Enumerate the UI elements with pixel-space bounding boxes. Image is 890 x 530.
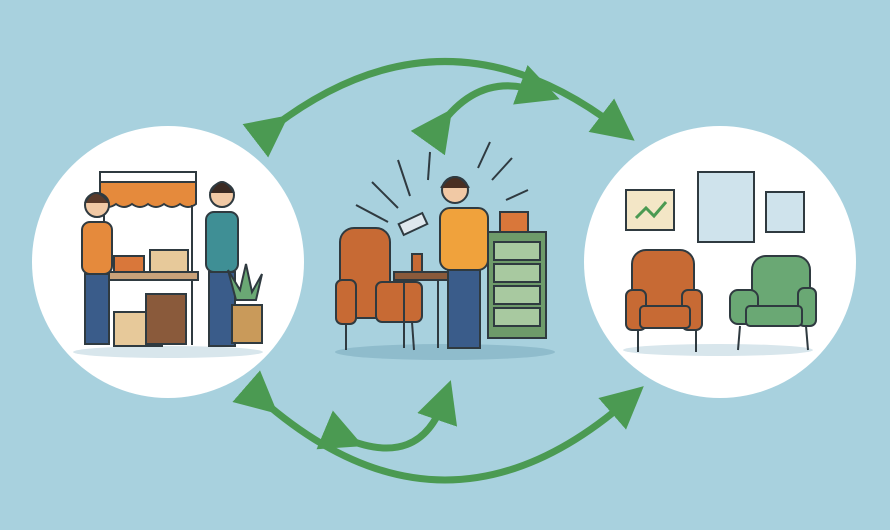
bottom-outer-arrow-icon	[232, 370, 644, 484]
market-stall-awning	[99, 171, 199, 347]
wall-frames	[625, 171, 805, 243]
person-right	[205, 181, 239, 347]
styled-room-scene	[584, 126, 856, 398]
armchair-orange-restored	[625, 249, 703, 352]
bottom-inner-arrow-icon	[316, 380, 458, 452]
green-cabinet	[487, 211, 547, 339]
marketplace-scene	[32, 126, 304, 398]
person-restorer	[397, 176, 489, 349]
sparkle-lines	[355, 141, 529, 223]
person-left	[81, 192, 113, 345]
cycle-arrows	[232, 58, 644, 484]
top-outer-arrow-icon	[242, 58, 635, 158]
side-table	[393, 253, 449, 348]
potted-plant	[227, 263, 263, 344]
armchair-green	[729, 255, 817, 351]
restoration-scene	[335, 141, 555, 360]
armchair-orange	[335, 227, 423, 351]
top-inner-arrow-icon	[410, 65, 560, 156]
